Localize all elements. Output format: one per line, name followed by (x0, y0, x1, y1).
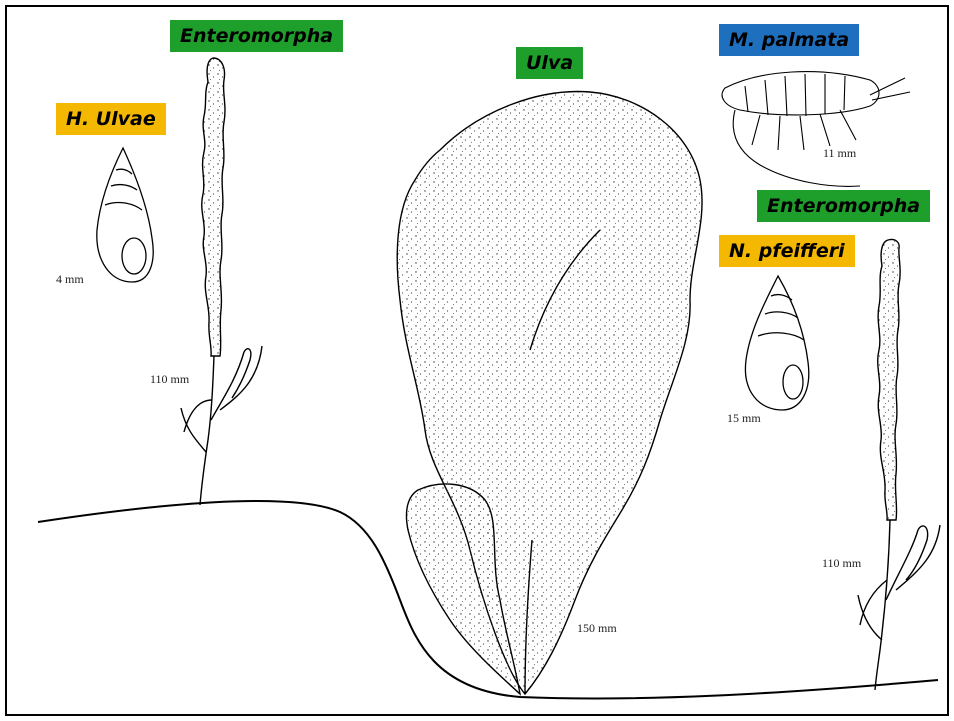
enteromorpha-left-drawing (181, 58, 262, 505)
n-pfeifferi-drawing (745, 276, 808, 410)
label-enteromorpha-left: Enteromorpha (170, 20, 343, 52)
label-m-palmata: M. palmata (719, 24, 859, 56)
m-palmata-drawing (722, 72, 910, 187)
label-ulva: Ulva (516, 47, 583, 79)
ulva-drawing (397, 92, 702, 694)
enteromorpha-right-drawing (858, 239, 940, 690)
label-h-ulvae: H. Ulvae (56, 103, 166, 135)
size-ulva: 150 mm (577, 621, 617, 636)
label-n-pfeifferi: N. pfeifferi (719, 235, 855, 267)
size-enteromorpha-left: 110 mm (150, 372, 189, 387)
size-m-palmata: 11 mm (823, 146, 856, 161)
size-n-pfeifferi: 15 mm (727, 411, 761, 426)
h-ulvae-drawing (97, 148, 153, 282)
label-enteromorpha-right: Enteromorpha (757, 190, 930, 222)
size-h-ulvae: 4 mm (56, 272, 84, 287)
size-enteromorpha-right: 110 mm (822, 556, 861, 571)
